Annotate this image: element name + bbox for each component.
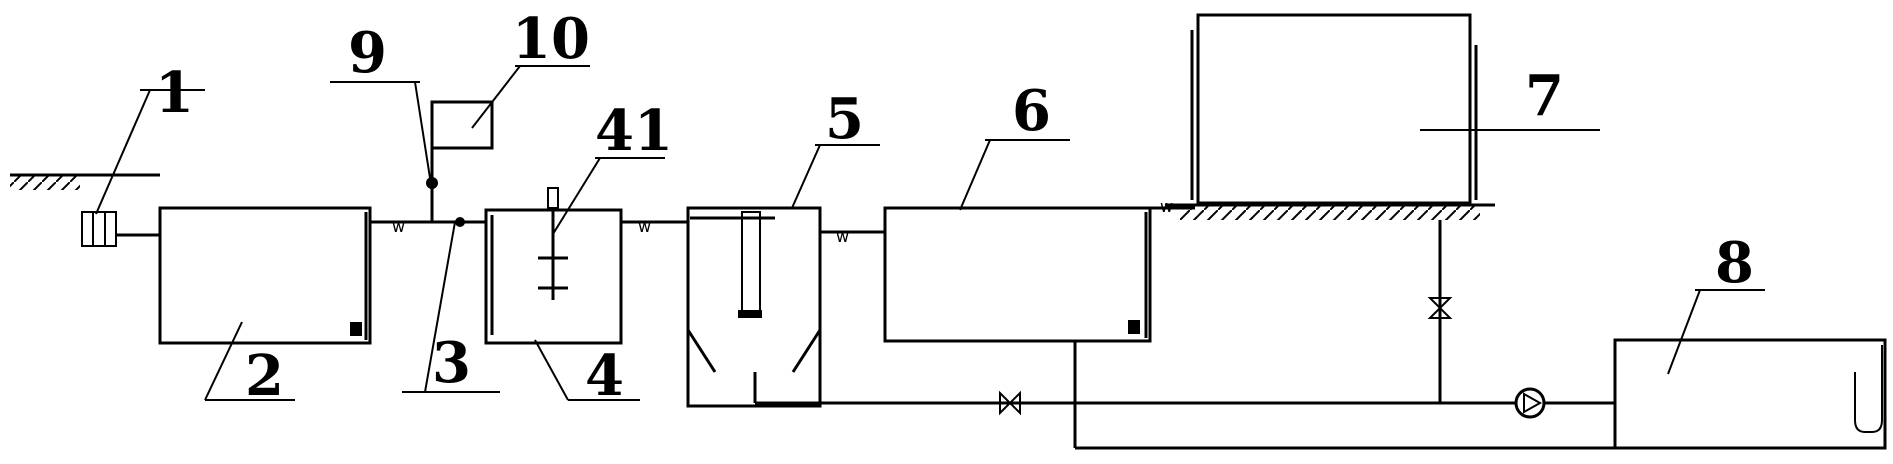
pipe-2-to-4: w xyxy=(370,217,485,236)
label-41: 41 xyxy=(595,98,673,164)
inlet-screen xyxy=(81,211,160,247)
pipe-mark-w1: w xyxy=(392,217,405,236)
tank-2 xyxy=(158,206,372,345)
pipe-6-to-7: w xyxy=(1150,197,1195,216)
label-7: 7 xyxy=(1525,63,1564,129)
tank-4 xyxy=(484,187,623,345)
label-9: 9 xyxy=(348,20,387,86)
ground-left xyxy=(10,173,160,190)
pipe-mark-w3: w xyxy=(836,227,849,246)
pipe-5-to-6: w xyxy=(820,227,885,246)
label-4: 4 xyxy=(585,343,624,409)
tank-8 xyxy=(1613,338,1887,450)
ground-right xyxy=(1165,203,1495,220)
label-10: 10 xyxy=(512,6,590,72)
label-8: 8 xyxy=(1715,230,1754,296)
return-line-5-to-8 xyxy=(753,372,1615,419)
structure-7 xyxy=(1190,13,1478,205)
pipe-mark-w4: w xyxy=(1160,197,1173,216)
return-line-6-to-8 xyxy=(1073,341,1880,450)
label-2: 2 xyxy=(245,343,284,409)
label-1: 1 xyxy=(155,60,194,126)
pipe-4-to-5: w xyxy=(621,217,688,236)
tank-6 xyxy=(883,206,1152,343)
leader-lines xyxy=(95,65,1765,401)
pipe-mark-w2: w xyxy=(638,217,651,236)
label-6: 6 xyxy=(1012,78,1051,144)
label-5: 5 xyxy=(825,86,864,152)
sedimentation-tank-5 xyxy=(686,206,822,408)
label-3: 3 xyxy=(432,330,471,396)
vertical-pipe-valve xyxy=(1427,220,1453,403)
dosing-unit xyxy=(426,100,494,222)
